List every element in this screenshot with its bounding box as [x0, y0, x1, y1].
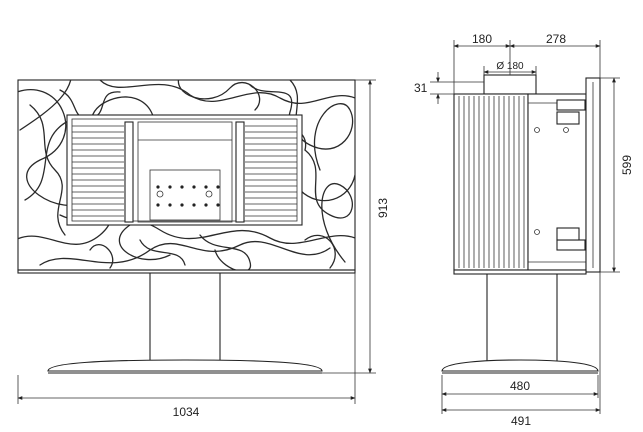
front-height-dimension — [322, 79, 376, 374]
left-louvers — [72, 125, 124, 217]
upper-hinge — [556, 99, 586, 111]
rear-depth-label: 278 — [546, 32, 566, 46]
top-offset-label: 31 — [414, 81, 428, 95]
right-post — [235, 121, 245, 223]
side-height-dimension — [600, 77, 620, 273]
overall-depth-label: 491 — [511, 414, 531, 428]
front-width-label: 1034 — [173, 405, 200, 419]
side-ribs — [458, 96, 525, 268]
front-width-dimension — [17, 273, 356, 404]
grate-holes — [156, 185, 220, 207]
side-body — [453, 93, 529, 271]
base-depth-dimension — [441, 272, 601, 414]
right-louvers — [245, 125, 297, 217]
mount-hole — [534, 229, 540, 235]
base-depth-label: 480 — [510, 379, 530, 393]
mount-hole — [563, 127, 569, 133]
flue-offset-label: 180 — [472, 32, 492, 46]
flue-diameter-dimension — [483, 66, 537, 75]
front-pedestal — [17, 269, 356, 374]
firebox-door — [66, 114, 303, 226]
left-post — [124, 121, 134, 223]
grate — [149, 169, 221, 221]
side-view: 180 278 Ø 180 31 599 — [414, 32, 634, 428]
lower-hinge — [556, 239, 586, 251]
side-base — [441, 359, 599, 372]
flue-diameter-label: Ø 180 — [496, 61, 524, 72]
fire-window — [137, 121, 233, 223]
front-view: 1034 913 — [17, 79, 390, 419]
body-height-label: 599 — [620, 155, 634, 175]
front-height-label: 913 — [376, 198, 390, 218]
side-top-dimensions — [453, 40, 601, 94]
top-offset-dimension — [430, 72, 484, 104]
flue-collar — [483, 74, 537, 95]
mount-hole — [534, 127, 540, 133]
